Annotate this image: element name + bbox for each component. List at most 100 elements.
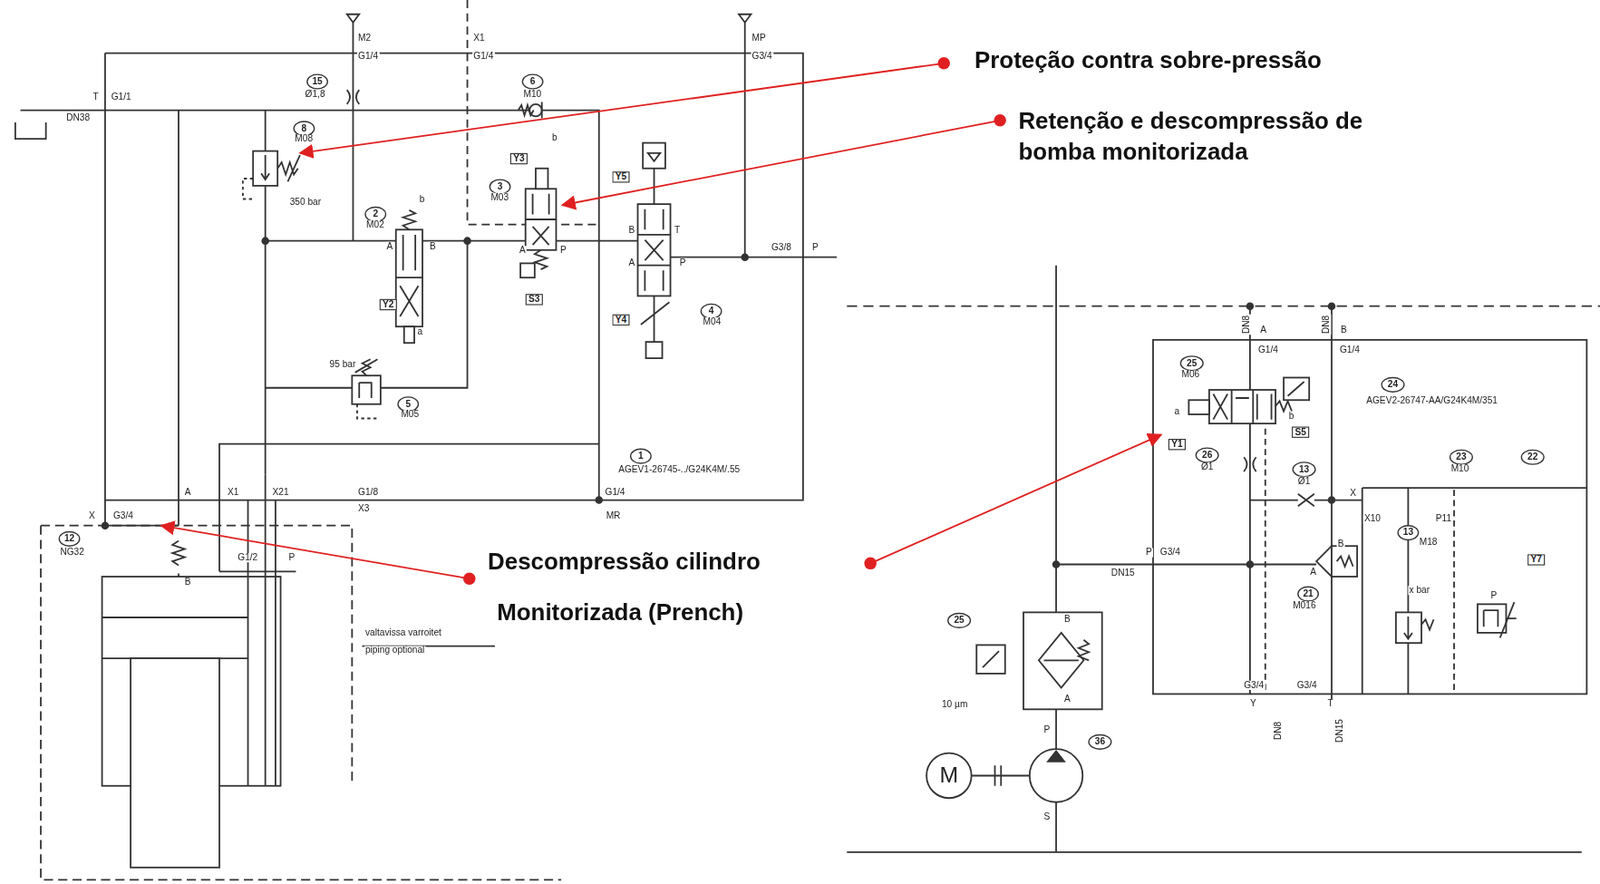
port-label: valtavissa varroitet <box>364 628 443 638</box>
callout-number: 5 <box>405 399 411 409</box>
port-label: 95 bar <box>328 359 357 369</box>
solenoid-tag: Y2 <box>379 299 398 311</box>
annotation-text: Proteção contra sobre-pressão <box>974 48 1322 73</box>
port-label: M2 <box>357 33 372 43</box>
port-label: G1/4 <box>1338 346 1361 356</box>
port-label: M06 <box>1180 370 1201 380</box>
port-label: P <box>287 552 296 563</box>
callout-number: 3 <box>497 182 504 192</box>
port-label: A <box>1309 567 1318 577</box>
callout-number: 13 <box>1299 465 1310 475</box>
port-label: DN8 <box>1273 720 1283 742</box>
port-label: P <box>1042 725 1051 735</box>
port-label: X3 <box>357 504 371 514</box>
callout-number: 4 <box>708 306 715 316</box>
callout-number: 6 <box>530 77 536 87</box>
port-label: P <box>1489 591 1498 601</box>
callout-circles <box>58 74 1544 749</box>
port-label: B <box>1337 539 1346 549</box>
solenoid-tag: S5 <box>1291 426 1310 438</box>
port-label: B <box>428 242 437 252</box>
annotation-dots <box>463 57 1007 585</box>
port-label: b <box>551 133 559 143</box>
left-circuit <box>15 0 837 880</box>
port-label: X10 <box>1363 513 1382 524</box>
solenoid-tag: Y7 <box>1527 553 1545 565</box>
port-label: X1 <box>472 33 486 43</box>
port-label: M03 <box>489 193 510 203</box>
port-label: A <box>385 242 394 252</box>
port-label: G1/4 <box>472 51 495 61</box>
callout-number: 26 <box>1202 450 1213 460</box>
annotation-leaders <box>161 63 1162 579</box>
port-label: S <box>1042 812 1051 822</box>
port-label: G3/4 <box>750 51 773 61</box>
solenoid-tag: Y5 <box>611 171 630 183</box>
callout-number: 15 <box>311 77 322 87</box>
port-label: T <box>91 92 99 102</box>
port-label: T <box>1326 698 1334 708</box>
port-label: DN15 <box>1110 568 1136 578</box>
port-label: P <box>1144 547 1154 557</box>
port-label: DN8 <box>1321 314 1331 336</box>
port-label: G3/4 <box>1242 680 1265 690</box>
port-label: A <box>627 258 636 268</box>
callout-number: 2 <box>372 209 379 219</box>
port-label: a <box>416 327 424 337</box>
port-label: G1/8 <box>357 487 379 497</box>
port-label: B <box>1063 614 1072 624</box>
port-label: G3/8 <box>770 242 793 253</box>
annotation-text: Monitorizada (Prench) <box>496 601 744 625</box>
port-label: M05 <box>399 410 420 420</box>
port-label: x bar <box>1407 585 1431 595</box>
port-label: M02 <box>365 220 386 230</box>
port-label: NG32 <box>58 547 86 557</box>
port-label: G3/4 <box>112 511 135 521</box>
port-label: P <box>811 242 820 253</box>
port-label: B <box>184 577 193 587</box>
port-label: M10 <box>1450 464 1471 474</box>
port-label: M08 <box>293 135 314 145</box>
callout-number: 1 <box>638 451 644 461</box>
port-label: X <box>87 511 97 521</box>
callout-number: 8 <box>301 124 308 134</box>
annotation-text: Retenção e descompressão de bomba monito… <box>1018 106 1437 167</box>
port-label: M04 <box>701 317 722 327</box>
port-label: G1/4 <box>357 51 379 61</box>
port-label: Y <box>1249 698 1258 708</box>
port-label: P <box>678 258 688 268</box>
port-label: Ø1 <box>1297 476 1312 486</box>
port-label: DN38 <box>65 113 91 123</box>
port-label: G1/2 <box>236 552 259 563</box>
solenoid-tag: Y3 <box>510 153 528 165</box>
port-label: 10 µm <box>940 699 970 709</box>
port-label: X1 <box>226 487 241 497</box>
port-label: b <box>418 194 427 204</box>
port-label: b <box>1288 411 1296 421</box>
callout-number: 13 <box>1403 528 1414 538</box>
port-label: G1/1 <box>110 92 133 102</box>
port-label: M18 <box>1418 537 1439 547</box>
port-label: AGEV1-26745-../G24K4M/.55 <box>617 465 741 475</box>
port-label: G3/4 <box>1159 547 1182 557</box>
callout-number: 12 <box>64 533 75 544</box>
port-label: piping optional <box>364 646 427 656</box>
port-label: X21 <box>271 487 290 497</box>
callout-number: 25 <box>1186 358 1197 369</box>
annotation-text: Descompressão cilindro <box>487 550 761 574</box>
port-label: M10 <box>522 89 543 99</box>
right-circuit <box>846 265 1600 853</box>
solenoid-tag: Y4 <box>611 314 630 326</box>
port-label: DN15 <box>1335 717 1345 744</box>
port-label: B <box>627 225 636 235</box>
callout-number: 36 <box>1095 736 1106 747</box>
port-label: T <box>673 225 681 235</box>
port-label: AGEV2-26747-AA/G24K4M/351 <box>1365 396 1499 406</box>
port-label: Ø1,8 <box>303 89 326 99</box>
port-label: P11 <box>1435 513 1454 524</box>
port-label: DN8 <box>1241 314 1251 336</box>
port-label: 350 bar <box>289 197 323 207</box>
solenoid-tag: S3 <box>525 293 544 305</box>
